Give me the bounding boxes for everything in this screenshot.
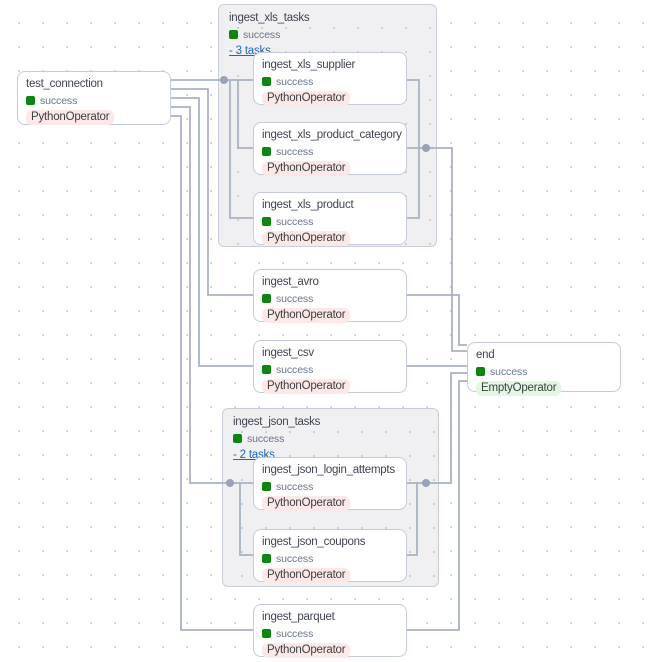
success-status-icon <box>262 294 271 303</box>
task-status: success <box>490 365 528 378</box>
task-status: success <box>276 480 314 493</box>
success-status-icon <box>262 217 271 226</box>
task-node-ingest_xls_supplier[interactable]: ingest_xls_supplier success PythonOperat… <box>253 52 407 106</box>
success-status-icon <box>233 434 242 443</box>
task-title: ingest_xls_product <box>262 199 354 211</box>
operator-chip: PythonOperator <box>262 231 351 246</box>
task-status: success <box>276 363 314 376</box>
task-status: success <box>276 145 314 158</box>
operator-chip: EmptyOperator <box>476 381 562 396</box>
operator-chip: PythonOperator <box>262 568 351 583</box>
task-node-ingest_json_login_attempts[interactable]: ingest_json_login_attempts success Pytho… <box>253 457 407 511</box>
operator-chip: PythonOperator <box>262 308 351 323</box>
task-title: ingest_avro <box>262 276 319 288</box>
success-status-icon <box>262 554 271 563</box>
task-title: ingest_xls_product_category <box>262 129 402 141</box>
task-status: success <box>276 215 314 228</box>
group-status: success <box>243 28 281 41</box>
group-status: success <box>247 432 285 445</box>
success-status-icon <box>26 96 35 105</box>
success-status-icon <box>476 367 485 376</box>
group-title: ingest_xls_tasks <box>229 12 310 24</box>
success-status-icon <box>262 629 271 638</box>
task-status: success <box>40 94 78 107</box>
task-title: test_connection <box>26 78 103 90</box>
group-title: ingest_json_tasks <box>233 416 321 428</box>
operator-chip: PythonOperator <box>262 91 351 106</box>
success-status-icon <box>262 77 271 86</box>
task-title: ingest_xls_supplier <box>262 59 356 71</box>
success-status-icon <box>262 147 271 156</box>
task-status: success <box>276 627 314 640</box>
operator-chip: PythonOperator <box>26 110 115 125</box>
task-node-ingest_parquet[interactable]: ingest_parquet success PythonOperator <box>253 604 407 658</box>
task-node-ingest_json_coupons[interactable]: ingest_json_coupons success PythonOperat… <box>253 529 407 583</box>
task-title: ingest_csv <box>262 347 314 359</box>
task-title: end <box>476 349 495 361</box>
task-node-ingest_xls_product[interactable]: ingest_xls_product success PythonOperato… <box>253 192 407 246</box>
success-status-icon <box>262 365 271 374</box>
task-status: success <box>276 292 314 305</box>
task-status: success <box>276 552 314 565</box>
success-status-icon <box>229 30 238 39</box>
task-node-ingest_csv[interactable]: ingest_csv success PythonOperator <box>253 340 407 394</box>
task-node-ingest_avro[interactable]: ingest_avro success PythonOperator <box>253 269 407 323</box>
edge-avro-to-end <box>407 294 467 346</box>
task-node-end[interactable]: end success EmptyOperator <box>467 342 621 396</box>
task-status: success <box>276 75 314 88</box>
task-node-test_connection[interactable]: test_connection success PythonOperator <box>17 71 171 125</box>
task-title: ingest_json_login_attempts <box>262 464 395 476</box>
operator-chip: PythonOperator <box>262 496 351 511</box>
operator-chip: PythonOperator <box>262 161 351 176</box>
task-title: ingest_parquet <box>262 611 335 623</box>
operator-chip: PythonOperator <box>262 379 351 394</box>
operator-chip: PythonOperator <box>262 643 351 658</box>
success-status-icon <box>262 482 271 491</box>
task-node-ingest_xls_product_category[interactable]: ingest_xls_product_category success Pyth… <box>253 122 407 176</box>
task-title: ingest_json_coupons <box>262 536 366 548</box>
